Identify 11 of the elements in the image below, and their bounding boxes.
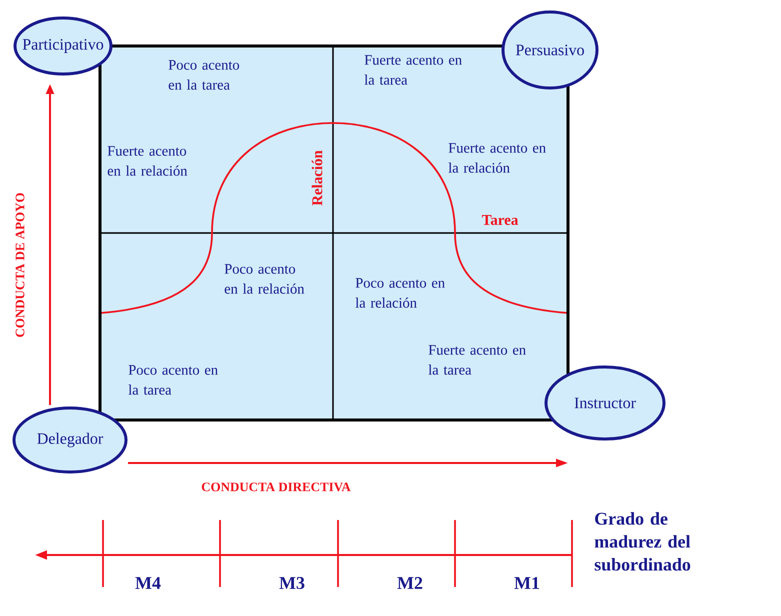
axis-label: CONDUCTA DE APOYO (16, 193, 24, 337)
curve-label: Relación (312, 150, 322, 206)
scale-label: M2 (397, 577, 422, 589)
quadrant-box: Poco acento en la relación Poco acento en la tarea (100, 233, 334, 420)
scale-label: M4 (135, 577, 161, 589)
axis-label: CONDUCTA DIRECTIVA (202, 482, 351, 492)
scale-title: Grado de madurez del subordinado (594, 512, 690, 571)
scale-label: M1 (514, 577, 540, 589)
quadrant-box: Poco acento en la relación Fuerte acento en la tarea (333, 233, 568, 420)
scale-label: M3 (279, 576, 304, 590)
curve-label: Tarea (482, 215, 518, 225)
